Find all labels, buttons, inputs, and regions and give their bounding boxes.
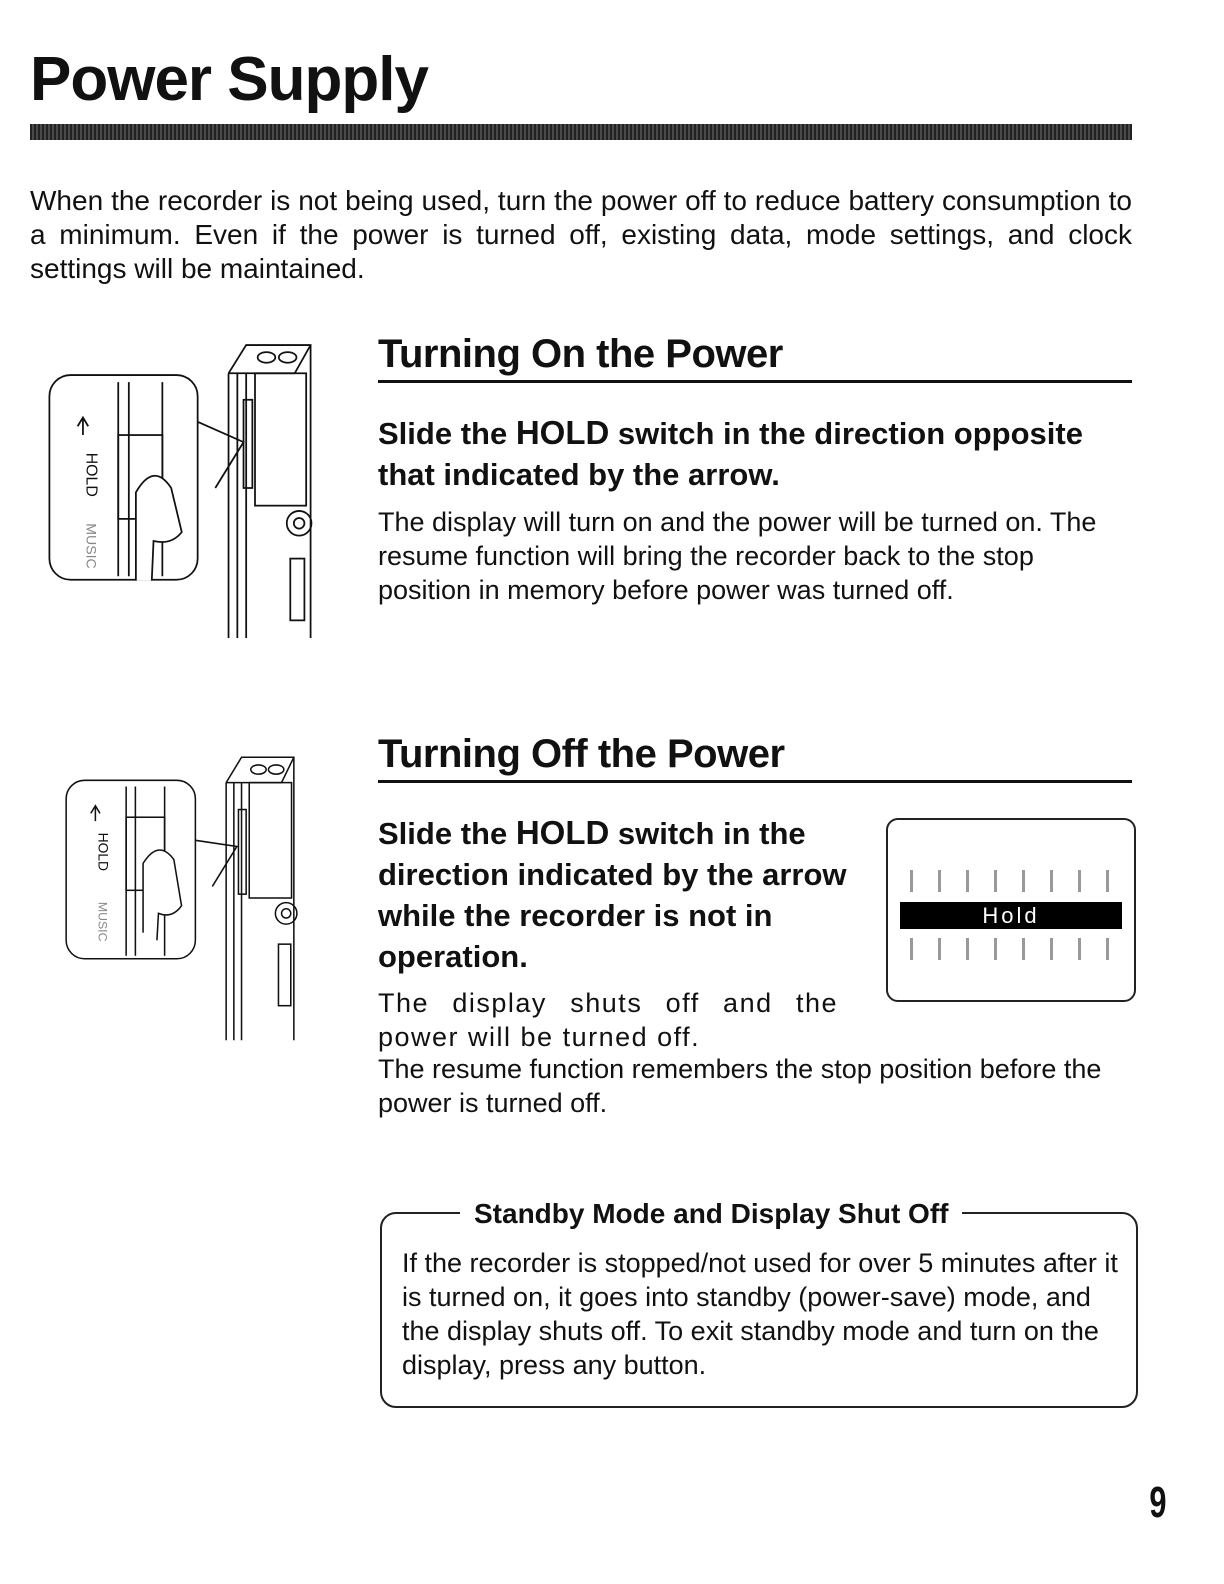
title-rule — [30, 124, 1132, 140]
recorder-hold-switch-illustration-off: HOLD MUSIC — [65, 756, 298, 1041]
hold-label: HOLD — [82, 453, 99, 497]
description-off-1: The display shuts off and the power will… — [378, 988, 838, 1052]
music-label: MUSIC — [95, 902, 109, 942]
page-title: Power Supply — [30, 45, 429, 114]
section-heading-on: Turning On the Power — [378, 330, 1132, 383]
instruction-on: Slide the HOLD switch in the direction o… — [378, 412, 1134, 495]
music-label: MUSIC — [83, 523, 99, 568]
description-on: The display will turn on and the power w… — [378, 507, 1097, 605]
display-segment-dots — [910, 870, 1109, 960]
standby-note-title: Standby Mode and Display Shut Off — [460, 1196, 963, 1232]
section-heading-off: Turning Off the Power — [378, 730, 1132, 783]
display-hold-text: Hold — [900, 902, 1122, 929]
intro-paragraph: When the recorder is not being used, tur… — [30, 185, 1132, 284]
page-number: 9 — [1148, 1478, 1166, 1527]
instruction-off-hold: HOLD — [515, 814, 610, 851]
instruction-off-pre: Slide the — [378, 816, 516, 851]
description-off-2: The resume function remembers the stop p… — [378, 1054, 1102, 1118]
instruction-off-post: switch in the direction indicated by the… — [378, 816, 847, 974]
hold-label: HOLD — [95, 833, 111, 871]
display-panel: Hold — [886, 818, 1136, 1002]
instruction-on-post: switch in the direction opposite that in… — [378, 416, 1083, 492]
instruction-off: Slide the HOLD switch in the direction i… — [378, 812, 848, 977]
recorder-hold-switch-illustration-on: HOLD MUSIC — [48, 344, 313, 638]
instruction-on-hold: HOLD — [515, 414, 610, 451]
standby-note-text: If the recorder is stopped/not used for … — [402, 1248, 1118, 1380]
instruction-on-pre: Slide the — [378, 416, 516, 451]
